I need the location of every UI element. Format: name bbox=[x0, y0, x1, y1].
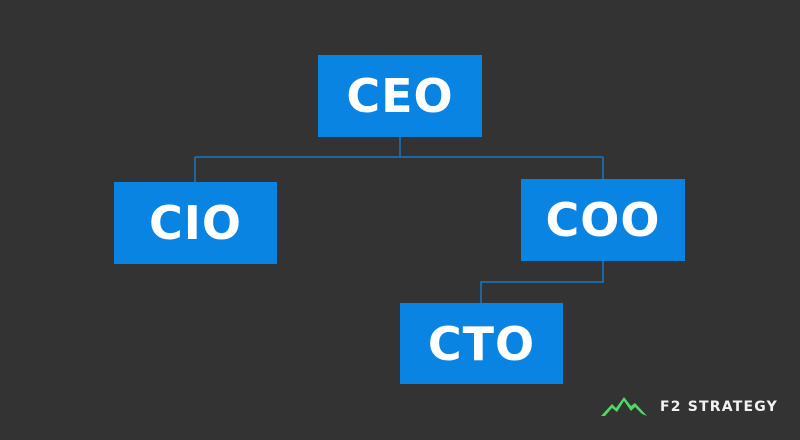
node-label-cto: CTO bbox=[427, 316, 536, 371]
node-label-coo: COO bbox=[545, 193, 661, 247]
node-cto: CTO bbox=[400, 303, 563, 384]
node-label-cio: CIO bbox=[149, 196, 242, 250]
node-label-ceo: CEO bbox=[346, 69, 454, 123]
node-coo: COO bbox=[521, 179, 685, 261]
node-ceo: CEO bbox=[318, 55, 482, 137]
node-cio: CIO bbox=[114, 182, 277, 264]
brand-logo: F2 STRATEGY bbox=[600, 395, 778, 419]
connector-coo-to-cto bbox=[480, 261, 604, 303]
mountain-logo-icon bbox=[601, 397, 647, 416]
brand-name: F2 STRATEGY bbox=[660, 399, 778, 415]
connector-ceo-to-children bbox=[194, 137, 604, 182]
